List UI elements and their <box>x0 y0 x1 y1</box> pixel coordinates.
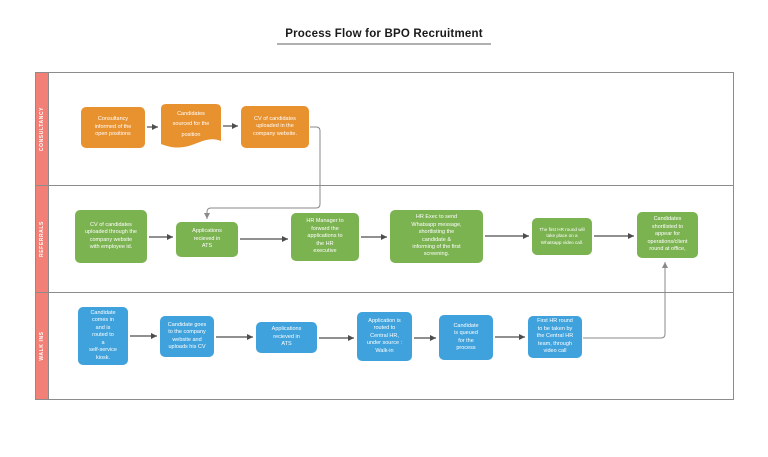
lane-label-referrals[interactable]: REFERRALS <box>36 186 49 292</box>
node-first-hr-round-whatsapp[interactable]: The first HR round will take place on a … <box>532 218 592 255</box>
title-wrap: Process Flow for BPO Recruitment <box>0 24 768 45</box>
lane-consultancy: CONSULTANCY <box>36 73 733 185</box>
lane-label-walkins[interactable]: WALK INS <box>36 293 49 399</box>
node-cv-uploaded-website[interactable]: CV of candidates uploaded in the company… <box>241 106 309 148</box>
node-candidate-queued[interactable]: Candidate is queued for the process <box>439 315 493 360</box>
lane-label-text: REFERRALS <box>39 221 45 257</box>
node-cv-uploaded-employee-id[interactable]: CV of candidates uploaded through the co… <box>75 210 147 263</box>
lane-label-text: WALK INS <box>39 331 45 361</box>
lane-body-consultancy <box>49 73 733 185</box>
lane-walkins: WALK INS <box>36 292 733 399</box>
lane-label-consultancy[interactable]: CONSULTANCY <box>36 73 49 185</box>
node-hr-manager-forward[interactable]: HR Manager to forward the applications t… <box>291 213 359 261</box>
node-applications-received-walkin[interactable]: Applications recieved in ATS <box>256 322 317 353</box>
node-candidate-comes-in[interactable]: Candidate comes in and is routed to a se… <box>78 307 128 365</box>
node-hr-exec-whatsapp[interactable]: HR Exec to send Whatsapp message, shortl… <box>390 210 483 263</box>
node-consultancy-informed[interactable]: Consultancy informed of the open positio… <box>81 107 145 148</box>
lane-label-text: CONSULTANCY <box>39 106 45 152</box>
swimlane-container: CONSULTANCY REFERRALS WALK INS <box>35 72 734 400</box>
node-candidate-goes-website[interactable]: Candidate goes to the company website an… <box>160 316 214 357</box>
lane-referrals: REFERRALS <box>36 185 733 292</box>
node-applications-received-referral[interactable]: Applications recieved in ATS <box>176 222 238 257</box>
node-application-routed-central-hr[interactable]: Application is routed to Central HR, und… <box>357 312 412 361</box>
node-first-hr-round-video[interactable]: First HR round to be taken by the Centra… <box>528 316 582 358</box>
node-candidates-shortlisted-office[interactable]: Candidates shortlisted to appear for ope… <box>637 212 698 258</box>
diagram-title: Process Flow for BPO Recruitment <box>277 28 491 45</box>
